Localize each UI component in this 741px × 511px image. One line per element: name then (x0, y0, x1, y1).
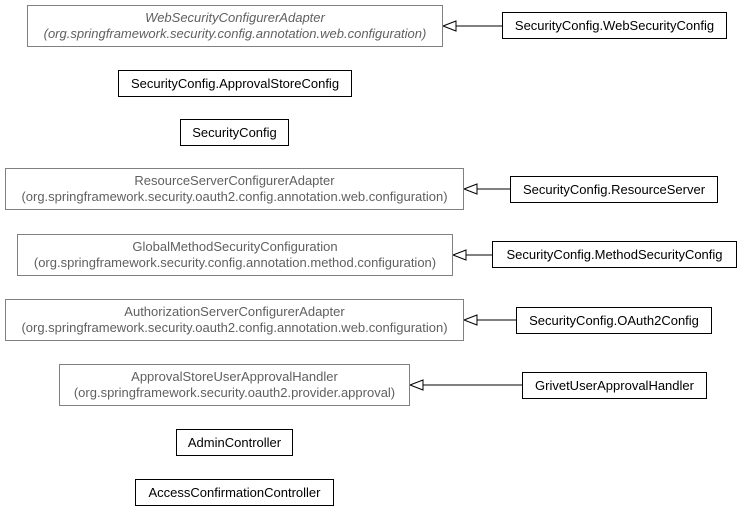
class-admincontroller-name: AdminController (187, 434, 282, 450)
edge-methodsecurityconfig-extends-globalmethodsecurityconfiguration (451, 249, 492, 261)
class-approvalstoreconfig-name: SecurityConfig.ApprovalStoreConfig (130, 75, 340, 91)
class-approvalstoreuserapprovalhandler-name: ApprovalStoreUserApprovalHandler (131, 369, 338, 384)
class-accessconfirmationcontroller-name: AccessConfirmationController (148, 484, 321, 500)
class-oauth2config[interactable]: SecurityConfig.OAuth2Config (516, 307, 712, 334)
class-authorizationserverconfigureradapter-package: (org.springframework.security.oauth2.con… (21, 320, 448, 335)
class-securityconfig-name: SecurityConfig (192, 124, 277, 140)
class-resourceserver[interactable]: SecurityConfig.ResourceServer (510, 176, 718, 203)
class-admincontroller[interactable]: AdminController (176, 429, 293, 456)
class-websecurityconfigureradapter-package: (org.springframework.security.config.ann… (43, 26, 427, 41)
class-websecurityconfig[interactable]: SecurityConfig.WebSecurityConfig (502, 12, 727, 39)
class-accessconfirmationcontroller[interactable]: AccessConfirmationController (135, 479, 334, 506)
class-approvalstoreuserapprovalhandler[interactable]: ApprovalStoreUserApprovalHandler (org.sp… (59, 364, 410, 406)
class-globalmethodsecurityconfiguration-package: (org.springframework.security.config.ann… (33, 255, 437, 270)
edge-grivetuserapprovalhandler-extends-approvalstoreuserapprovalhandler (408, 379, 522, 391)
edge-resourceserver-extends-resourceserverconfigureradapter (462, 183, 510, 195)
class-resourceserver-name: SecurityConfig.ResourceServer (522, 181, 706, 197)
class-approvalstoreuserapprovalhandler-package: (org.springframework.security.oauth2.pro… (73, 385, 396, 400)
class-globalmethodsecurityconfiguration[interactable]: GlobalMethodSecurityConfiguration (org.s… (17, 234, 453, 276)
class-methodsecurityconfig[interactable]: SecurityConfig.MethodSecurityConfig (492, 241, 737, 268)
class-authorizationserverconfigureradapter[interactable]: AuthorizationServerConfigurerAdapter (or… (5, 299, 464, 341)
class-grivetuserapprovalhandler-name: GrivetUserApprovalHandler (535, 377, 694, 393)
class-websecurityconfig-name: SecurityConfig.WebSecurityConfig (514, 17, 715, 33)
class-methodsecurityconfig-name: SecurityConfig.MethodSecurityConfig (506, 246, 723, 262)
class-resourceserverconfigureradapter-name: ResourceServerConfigurerAdapter (134, 173, 335, 188)
class-websecurityconfigureradapter[interactable]: WebSecurityConfigurerAdapter (org.spring… (27, 5, 443, 47)
class-globalmethodsecurityconfiguration-name: GlobalMethodSecurityConfiguration (132, 239, 338, 254)
edge-oauth2config-extends-authorizationserverconfigureradapter (462, 314, 516, 326)
class-websecurityconfigureradapter-name: WebSecurityConfigurerAdapter (145, 10, 325, 25)
edge-websecurityconfig-extends-websecurityconfigureradapter (441, 20, 502, 32)
class-resourceserverconfigureradapter-package: (org.springframework.security.oauth2.con… (21, 189, 448, 204)
class-resourceserverconfigureradapter[interactable]: ResourceServerConfigurerAdapter (org.spr… (5, 168, 464, 210)
class-oauth2config-name: SecurityConfig.OAuth2Config (529, 312, 699, 328)
class-authorizationserverconfigureradapter-name: AuthorizationServerConfigurerAdapter (124, 304, 345, 319)
class-securityconfig[interactable]: SecurityConfig (180, 119, 289, 146)
class-approvalstoreconfig[interactable]: SecurityConfig.ApprovalStoreConfig (118, 70, 352, 97)
class-grivetuserapprovalhandler[interactable]: GrivetUserApprovalHandler (522, 372, 707, 399)
